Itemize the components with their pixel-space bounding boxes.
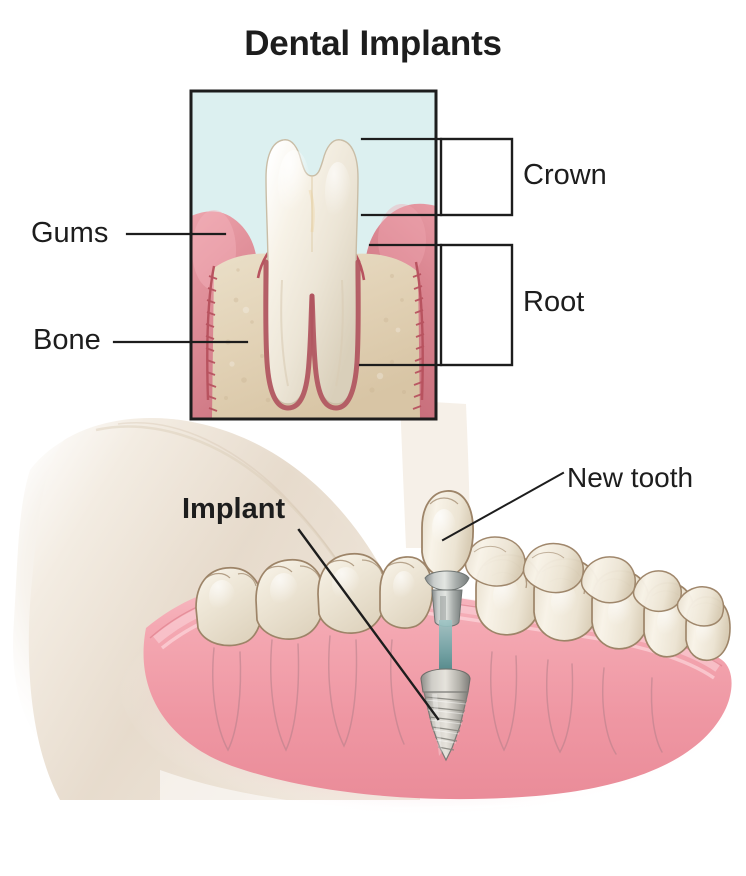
lower-teeth-right <box>464 536 731 662</box>
label-new-tooth: New tooth <box>567 462 694 493</box>
page-title: Dental Implants <box>244 24 502 63</box>
new-tooth-crown <box>421 490 474 578</box>
tooth <box>255 559 326 640</box>
abutment <box>424 570 470 627</box>
lower-jaw-illustration <box>13 400 741 818</box>
implant-assembly <box>400 400 474 762</box>
tooth <box>317 553 388 634</box>
tooth-cross-section-inset <box>189 89 438 421</box>
implant-leader-line <box>297 528 440 721</box>
tooth <box>379 556 434 629</box>
inset-border <box>189 89 438 421</box>
label-implant: Implant <box>182 493 286 525</box>
crown-bracket <box>439 137 514 217</box>
tooth-roots-ghost <box>212 635 663 755</box>
lower-teeth-left <box>195 553 434 647</box>
new-tooth-leader-line <box>441 471 565 542</box>
tooth-far-arch <box>464 536 725 627</box>
implant-screw <box>420 668 471 762</box>
label-bone: Bone <box>33 324 101 356</box>
label-root: Root <box>523 286 585 318</box>
root-bracket <box>439 243 514 367</box>
label-gums: Gums <box>31 217 109 249</box>
leader-lines <box>112 137 565 721</box>
tooth <box>195 567 264 647</box>
label-crown: Crown <box>523 159 607 191</box>
